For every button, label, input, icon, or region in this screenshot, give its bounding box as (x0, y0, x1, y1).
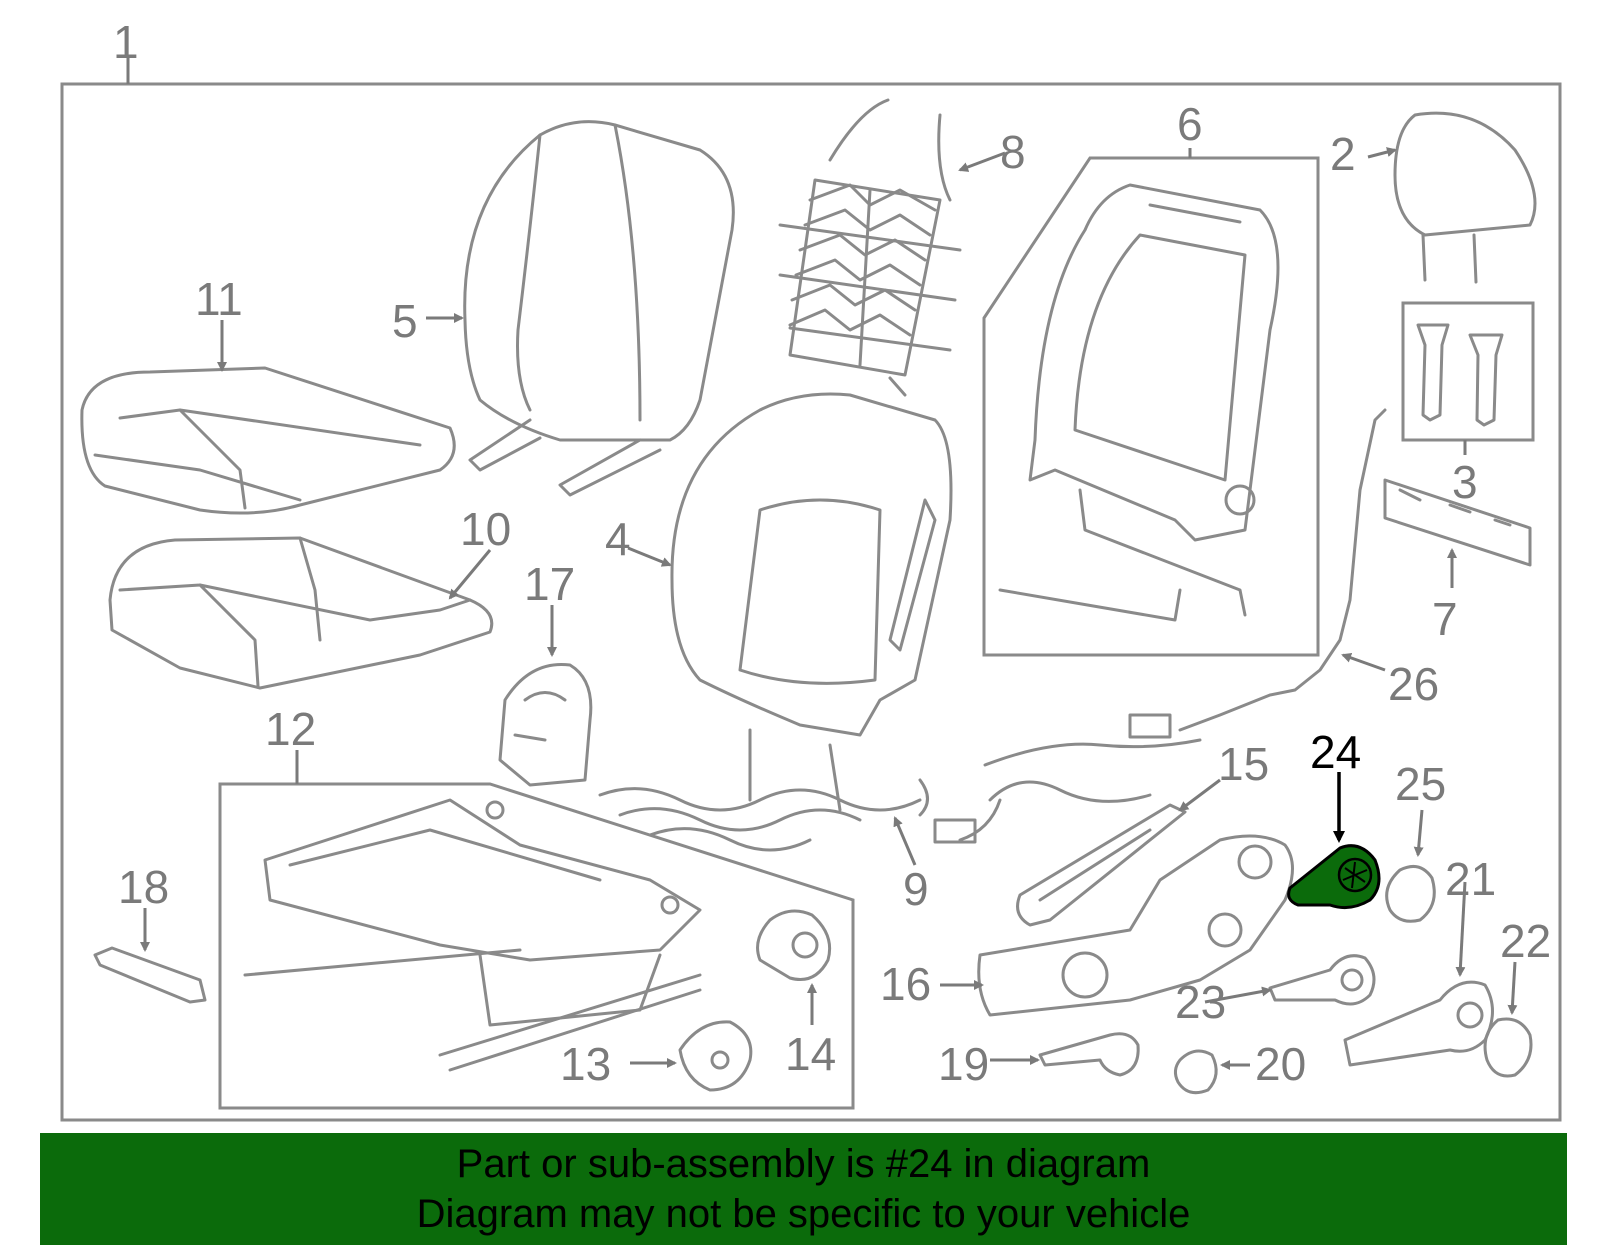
callout-15: 15 (1218, 738, 1269, 790)
part-12-seat-track (243, 798, 702, 1072)
part-17-bracket (498, 662, 593, 787)
callout-26: 26 (1388, 658, 1439, 710)
callout-18: 18 (118, 861, 169, 913)
callout-20: 20 (1255, 1038, 1306, 1090)
part-5-seatback-cover (463, 120, 735, 497)
part-13-motor (678, 1020, 753, 1092)
part-3-headrest-guides (1416, 323, 1504, 427)
part-16-side-shield (977, 834, 1294, 1017)
part-20-clip (1173, 1049, 1218, 1095)
callout-9: 9 (903, 863, 929, 915)
part-4-seatback-pad (670, 392, 953, 737)
part-14-motor (756, 909, 832, 981)
callout-22: 22 (1500, 915, 1551, 967)
part-18-trim (93, 946, 207, 1004)
callout-14: 14 (785, 1028, 836, 1080)
part-24-highlighted[interactable] (1287, 844, 1381, 910)
part-11-cushion-cover (80, 366, 456, 515)
callout-19: 19 (938, 1038, 989, 1090)
callout-6: 6 (1177, 98, 1203, 150)
part-6-seatback-frame (998, 183, 1280, 622)
frame-box-6 (982, 156, 1320, 657)
banner-line-1: Part or sub-assembly is #24 in diagram (456, 1142, 1151, 1186)
callout-25: 25 (1395, 758, 1446, 810)
part-21-lever (1343, 980, 1494, 1067)
callout-3: 3 (1452, 456, 1478, 508)
callout-21: 21 (1445, 853, 1496, 905)
callout-11: 11 (195, 273, 243, 325)
banner-line-2: Diagram may not be specific to your vehi… (416, 1192, 1191, 1236)
callout-23: 23 (1175, 976, 1226, 1028)
part-23-lever (1268, 954, 1376, 1006)
callout-13: 13 (560, 1038, 611, 1090)
part-9-wire-springs (598, 728, 929, 852)
callout-7: 7 (1432, 593, 1458, 645)
part-15-side-trim (1016, 803, 1187, 927)
part-19-handle (1038, 1032, 1140, 1077)
part-22-cap (1483, 1017, 1533, 1078)
part-wiring-harness (933, 713, 1202, 844)
callout-4: 4 (605, 513, 631, 565)
part-2-headrest (1393, 111, 1537, 284)
callout-24-highlighted: 24 (1310, 726, 1361, 778)
info-banner: Part or sub-assembly is #24 in diagram D… (40, 1133, 1567, 1245)
callout-5: 5 (392, 295, 418, 347)
callout-1: 1 (113, 16, 139, 68)
outer-frame (60, 82, 1562, 1122)
part-8-spring-mat (778, 98, 962, 397)
callout-2: 2 (1330, 128, 1356, 180)
callout-16: 16 (880, 958, 931, 1010)
frame-box-3 (1401, 301, 1535, 442)
part-7-trim-bracket (1383, 478, 1532, 567)
frame-box-12 (218, 782, 855, 1110)
callout-labels: 1 2 3 4 5 6 7 8 9 10 11 12 13 14 15 16 1… (113, 16, 1551, 1090)
part-26-cable (1178, 408, 1387, 732)
callout-8: 8 (1000, 126, 1026, 178)
part-25-cap (1385, 864, 1436, 923)
callout-17: 17 (524, 558, 575, 610)
leader-lines (140, 147, 1518, 1070)
callout-10: 10 (460, 503, 511, 555)
part-10-cushion-pad (108, 536, 494, 690)
callout-12: 12 (265, 703, 316, 755)
